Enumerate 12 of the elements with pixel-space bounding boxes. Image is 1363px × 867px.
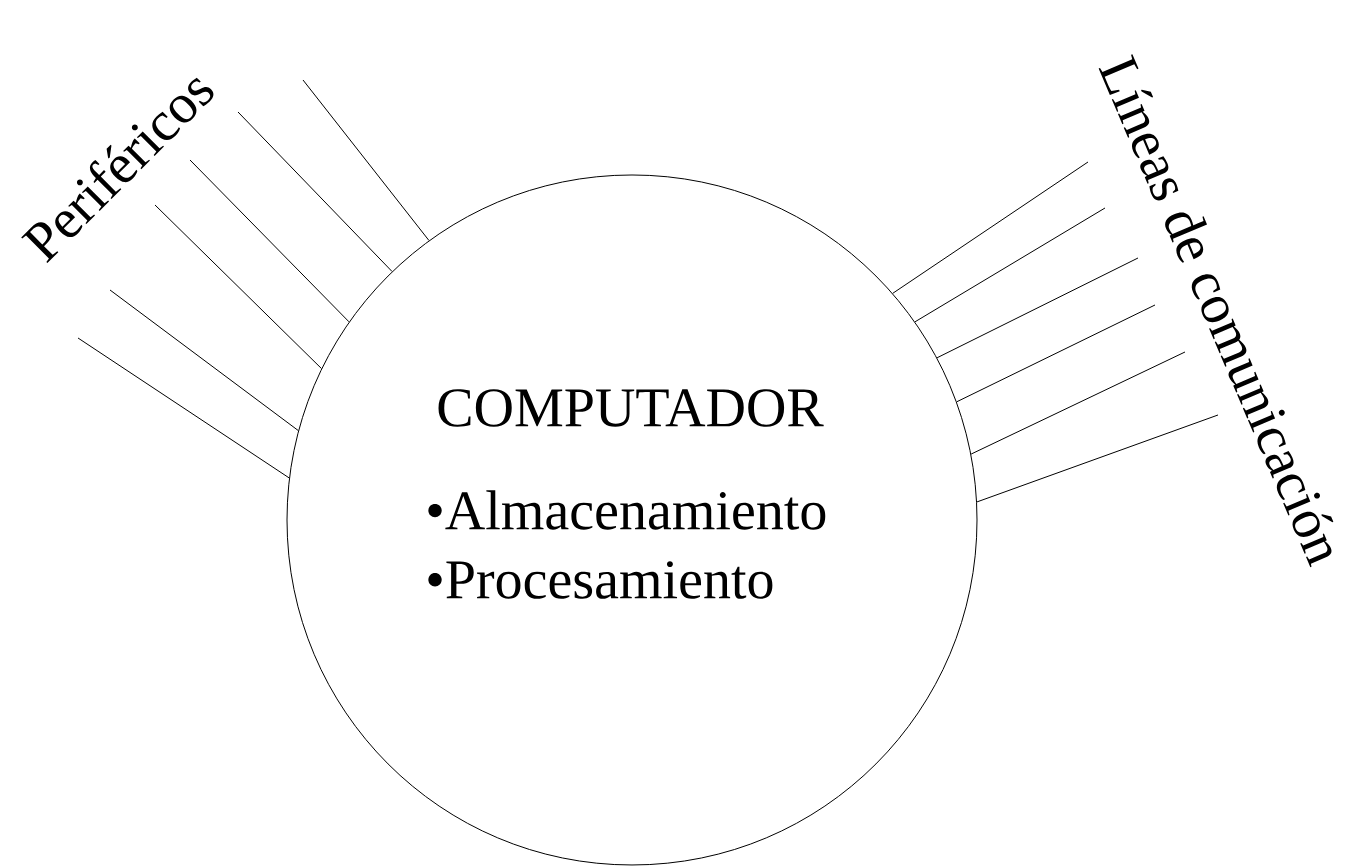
line: [936, 257, 1139, 359]
line: [189, 159, 350, 323]
line: [154, 204, 322, 370]
line: [976, 414, 1219, 503]
line: [970, 351, 1186, 455]
line: [109, 289, 299, 432]
line: [237, 111, 393, 272]
line: [302, 79, 430, 241]
line: [914, 207, 1106, 323]
line: [77, 337, 290, 479]
line: [956, 304, 1156, 403]
line: [892, 161, 1089, 294]
